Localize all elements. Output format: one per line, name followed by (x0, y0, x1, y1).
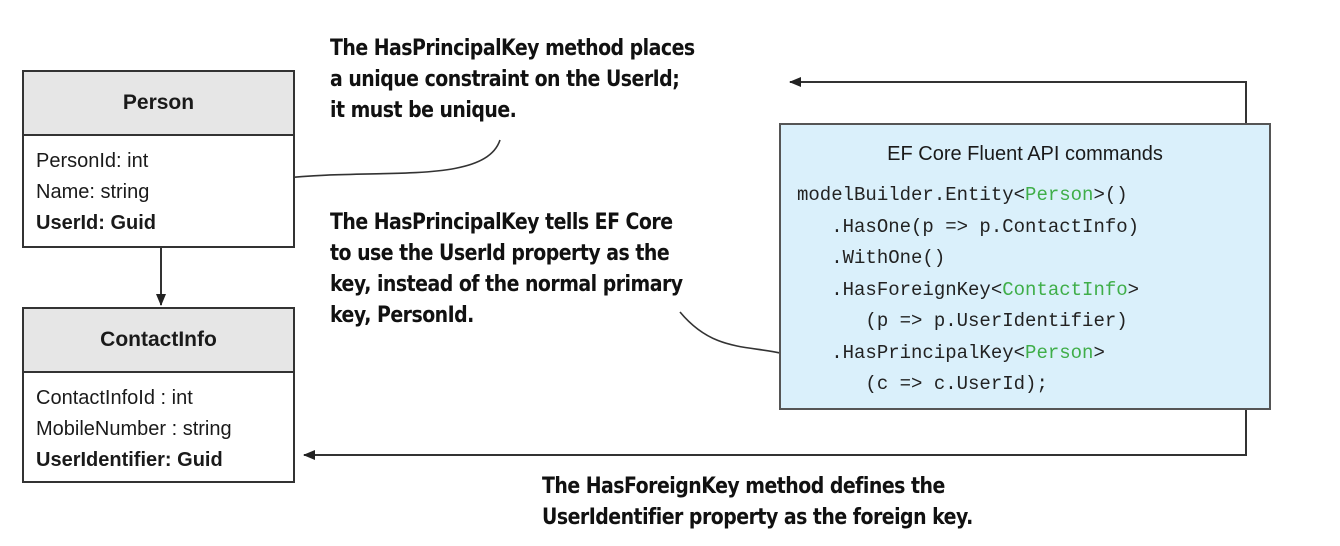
note-line: key, instead of the normal primary (330, 272, 683, 297)
note-line: The HasForeignKey method defines the (542, 474, 945, 499)
note-line: The HasPrincipalKey tells EF Core (330, 210, 673, 235)
person-entity-title: Person (24, 72, 293, 136)
code-text: .HasForeignKey< (797, 278, 1003, 301)
field-contactinfoid: ContactInfoId : int (36, 387, 193, 409)
code-line: .HasPrincipalKey<Person> (797, 338, 1139, 370)
note-principal-unique: The HasPrincipalKey method places a uniq… (330, 33, 695, 126)
note-line: to use the UserId property as the (330, 241, 670, 266)
field-useridentifier: UserIdentifier: Guid (36, 449, 223, 471)
note-line: it must be unique. (330, 98, 517, 123)
code-text: > (1093, 341, 1105, 364)
code-type-name: ContactInfo (1002, 278, 1128, 301)
code-text: .HasOne(p => p.ContactInfo) (797, 215, 1140, 238)
code-listing: modelBuilder.Entity<Person>() .HasOne(p … (797, 180, 1139, 401)
field-mobilenumber: MobileNumber : string (36, 418, 232, 440)
note-principal-key: The HasPrincipalKey tells EF Core to use… (330, 207, 683, 331)
code-line: .HasOne(p => p.ContactInfo) (797, 212, 1139, 244)
foreign-key-arrow (303, 440, 1247, 460)
code-text: > (1127, 278, 1140, 301)
field-name: Name: string (36, 181, 150, 203)
contactinfo-entity-fields: ContactInfoId : int MobileNumber : strin… (24, 373, 293, 476)
note-line: UserIdentifier property as the foreign k… (542, 505, 973, 530)
code-text: modelBuilder.Entity< (797, 184, 1026, 206)
code-line: .WithOne() (797, 243, 1139, 275)
field-personid: PersonId: int (36, 150, 149, 172)
person-entity-fields: PersonId: int Name: string UserId: Guid (24, 136, 293, 239)
code-text: .HasPrincipalKey< (797, 341, 1026, 364)
code-text: >() (1093, 184, 1128, 206)
note-line: The HasPrincipalKey method places (330, 36, 695, 61)
code-type-name: Person (1025, 341, 1094, 364)
code-line: (c => c.UserId); (797, 369, 1139, 401)
code-box-title: EF Core Fluent API commands (887, 143, 1163, 165)
code-line: (p => p.UserIdentifier) (797, 306, 1139, 338)
code-text: .WithOne() (797, 247, 946, 269)
note-line: key, PersonId. (330, 303, 474, 328)
fluent-api-code-box: EF Core Fluent API commands modelBuilder… (779, 123, 1271, 410)
code-line: modelBuilder.Entity<Person>() (797, 180, 1139, 212)
code-text: (c => c.UserId); (797, 373, 1048, 395)
contactinfo-entity-title: ContactInfo (24, 309, 293, 373)
note-foreign-key: The HasForeignKey method defines the Use… (542, 471, 973, 533)
person-entity: Person PersonId: int Name: string UserId… (22, 70, 295, 248)
code-line: .HasForeignKey<ContactInfo> (797, 275, 1139, 307)
field-userid: UserId: Guid (36, 212, 157, 234)
code-type-name: Person (1025, 184, 1094, 206)
contactinfo-entity: ContactInfo ContactInfoId : int MobileNu… (22, 307, 295, 483)
note-line: a unique constraint on the UserId; (330, 67, 680, 92)
code-text: (p => p.UserIdentifier) (797, 310, 1128, 332)
